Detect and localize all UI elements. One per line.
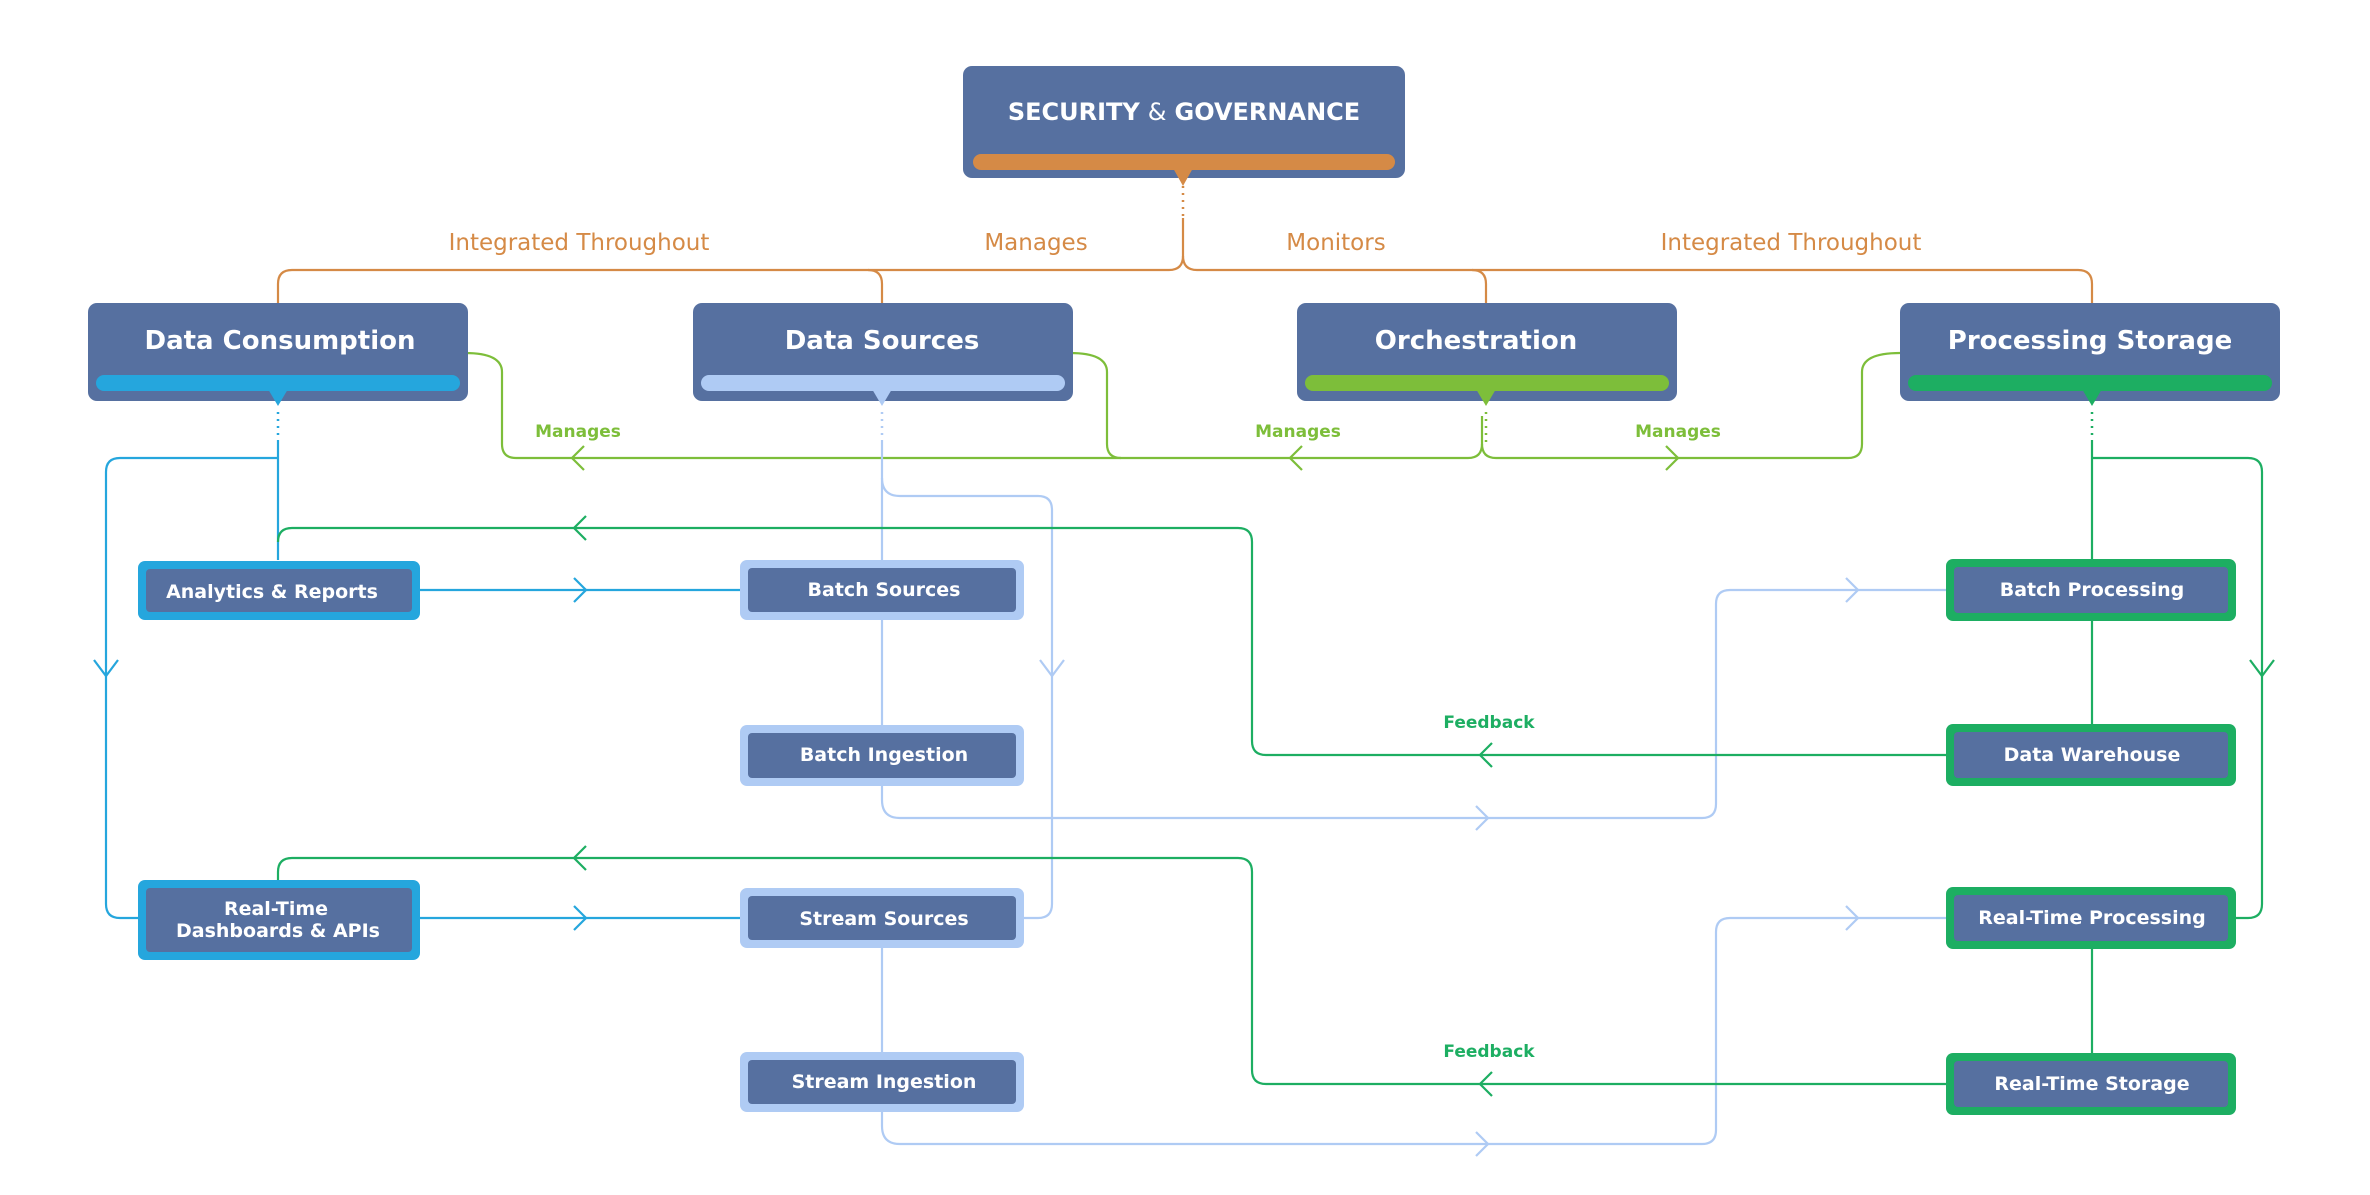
edge-orch-manages-sources <box>1069 351 1122 460</box>
arrow-batch-ingestion-mid <box>1475 805 1490 831</box>
arrow-storage-down <box>2249 659 2275 678</box>
group-sources-pointer <box>872 389 892 406</box>
governance-title: SECURITY&GOVERNANCE <box>1008 98 1360 126</box>
node-realtime-dashboards[interactable]: Real-Time Dashboards & APIs <box>138 880 420 960</box>
governance-title-part1: SECURITY <box>1008 98 1141 126</box>
node-realtime-storage[interactable]: Real-Time Storage <box>1946 1053 2236 1115</box>
node-analytics-reports-bg <box>146 569 412 612</box>
node-stream-sources-label: Stream Sources <box>799 908 968 930</box>
node-analytics-reports[interactable]: Analytics & Reports <box>138 561 420 620</box>
edge-orch-manages-storage <box>1480 351 1901 460</box>
group-sources-accent <box>701 375 1065 391</box>
edge-orch-manages-consumption <box>464 351 1484 460</box>
governance-box[interactable]: SECURITY&GOVERNANCE <box>963 66 1405 186</box>
group-consumption[interactable]: Data Consumption <box>88 303 468 406</box>
node-realtime-dashboards-bg <box>146 888 412 952</box>
label-manages-mid: Manages <box>1255 422 1341 442</box>
node-data-warehouse-label: Data Warehouse <box>2004 744 2181 766</box>
node-realtime-processing[interactable]: Real-Time Processing <box>1946 887 2236 949</box>
arrow-realtime-stream-sources <box>573 905 588 931</box>
edge-storage-realtime <box>2092 456 2264 920</box>
node-batch-processing[interactable]: Batch Processing <box>1946 559 2236 621</box>
label-manages-left: Manages <box>535 422 621 442</box>
node-realtime-storage-bg <box>1954 1061 2228 1107</box>
arrow-analytics-batch-sources <box>573 577 588 603</box>
label-monitors: Monitors <box>1286 230 1385 256</box>
arrow-feedback-top-left <box>572 515 587 541</box>
arrow-manages-mid <box>1288 445 1303 471</box>
group-orchestration-title: Orchestration <box>1375 326 1577 356</box>
edge-labels: Integrated Throughout Manages Monitors I… <box>449 230 1922 1062</box>
node-data-warehouse[interactable]: Data Warehouse <box>1946 724 2236 786</box>
group-sources-title: Data Sources <box>785 326 980 356</box>
label-manages-right: Manages <box>1635 422 1721 442</box>
arrow-sources-down <box>1039 659 1065 678</box>
governance-accent-bar <box>973 154 1395 170</box>
node-stream-ingestion-label: Stream Ingestion <box>792 1071 977 1093</box>
arrow-batch-processing-in <box>1845 577 1860 603</box>
arrow-feedback-bottom-mid <box>1478 1071 1493 1097</box>
governance-title-amp: & <box>1148 98 1167 126</box>
label-feedback-top: Feedback <box>1443 713 1535 733</box>
arrow-manages-left <box>570 445 585 471</box>
label-manages-top: Manages <box>984 230 1087 256</box>
group-storage-title: Processing Storage <box>1948 326 2232 356</box>
group-storage[interactable]: Processing Storage <box>1900 303 2280 406</box>
governance-box-bg <box>963 66 1405 178</box>
node-batch-ingestion-bg <box>748 733 1016 778</box>
group-storage-pointer <box>2082 389 2102 406</box>
node-data-warehouse-bg <box>1954 732 2228 778</box>
governance-title-part2: GOVERNANCE <box>1175 98 1361 126</box>
edge-governance-right <box>1181 255 2094 303</box>
node-batch-processing-label: Batch Processing <box>2000 579 2185 601</box>
edge-sources-stream <box>880 477 1054 920</box>
arrow-feedback-top-mid <box>1478 742 1493 768</box>
edge-stream-ingestion-processing <box>880 916 1948 1146</box>
node-stream-ingestion[interactable]: Stream Ingestion <box>740 1052 1024 1112</box>
edge-feedback-warehouse-analytics <box>276 526 1948 757</box>
arrow-stream-ingestion-mid <box>1475 1131 1490 1157</box>
group-storage-accent <box>1908 375 2272 391</box>
node-stream-sources-bg <box>748 896 1016 940</box>
edge-feedback-storage-dashboards <box>276 856 1948 1086</box>
edge-governance-sources <box>867 268 884 303</box>
label-integrated-right: Integrated Throughout <box>1661 230 1922 256</box>
label-integrated-left: Integrated Throughout <box>449 230 710 256</box>
group-orchestration[interactable]: Orchestration <box>1297 303 1677 406</box>
node-realtime-dashboards-line1: Real-Time <box>224 898 328 920</box>
node-analytics-reports-label: Analytics & Reports <box>166 581 378 603</box>
node-realtime-storage-label: Real-Time Storage <box>1994 1073 2189 1095</box>
edge-governance-trunk <box>276 218 1185 303</box>
connectors <box>93 186 2275 1157</box>
node-batch-processing-bg <box>1954 567 2228 613</box>
edge-batch-ingestion-processing <box>880 588 1948 820</box>
node-batch-sources-label: Batch Sources <box>808 579 961 601</box>
node-batch-ingestion[interactable]: Batch Ingestion <box>740 725 1024 786</box>
arrow-feedback-bottom-left <box>572 845 587 871</box>
group-sources[interactable]: Data Sources <box>693 303 1073 406</box>
group-consumption-title: Data Consumption <box>144 326 415 356</box>
node-batch-ingestion-label: Batch Ingestion <box>800 744 968 766</box>
node-stream-sources[interactable]: Stream Sources <box>740 888 1024 948</box>
governance-pointer <box>1173 168 1193 186</box>
arrow-consumption-down <box>93 659 119 678</box>
group-consumption-pointer <box>268 389 288 406</box>
node-stream-ingestion-bg <box>748 1060 1016 1104</box>
node-batch-sources[interactable]: Batch Sources <box>740 560 1024 620</box>
group-orchestration-pointer <box>1476 389 1496 406</box>
edge-governance-orchestration <box>1471 268 1488 303</box>
edge-consumption-realtime <box>104 456 278 920</box>
node-batch-sources-bg <box>748 568 1016 612</box>
label-feedback-bottom: Feedback <box>1443 1042 1535 1062</box>
arrow-realtime-processing-in <box>1845 905 1860 931</box>
group-orchestration-accent <box>1305 375 1669 391</box>
node-realtime-processing-label: Real-Time Processing <box>1978 907 2205 929</box>
arrow-manages-right <box>1665 445 1680 471</box>
node-realtime-processing-bg <box>1954 895 2228 941</box>
group-consumption-accent <box>96 375 460 391</box>
node-realtime-dashboards-line2: Dashboards & APIs <box>176 920 380 942</box>
